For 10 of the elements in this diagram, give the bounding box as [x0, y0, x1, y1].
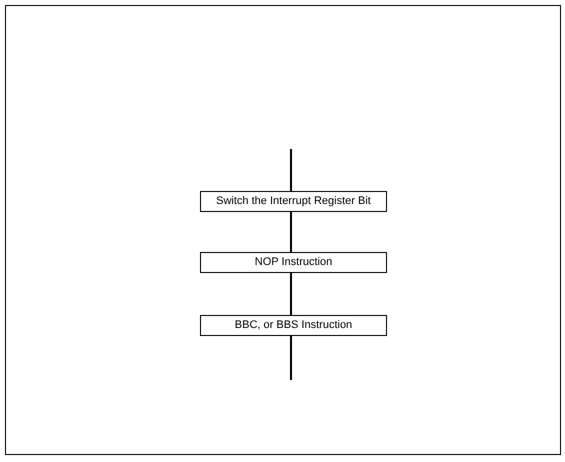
process-box: [200, 252, 387, 273]
process-box: [200, 315, 387, 336]
connector-line: [290, 149, 292, 191]
box-label: NOP Instruction: [254, 255, 332, 270]
connector-line: [290, 273, 292, 315]
connector-line: [290, 336, 292, 380]
connector-line: [290, 212, 292, 252]
box-label: BBC, or BBS Instruction: [234, 318, 352, 334]
box-label: Switch the Interrupt Register Bit: [216, 194, 371, 210]
process-box: [200, 191, 387, 212]
